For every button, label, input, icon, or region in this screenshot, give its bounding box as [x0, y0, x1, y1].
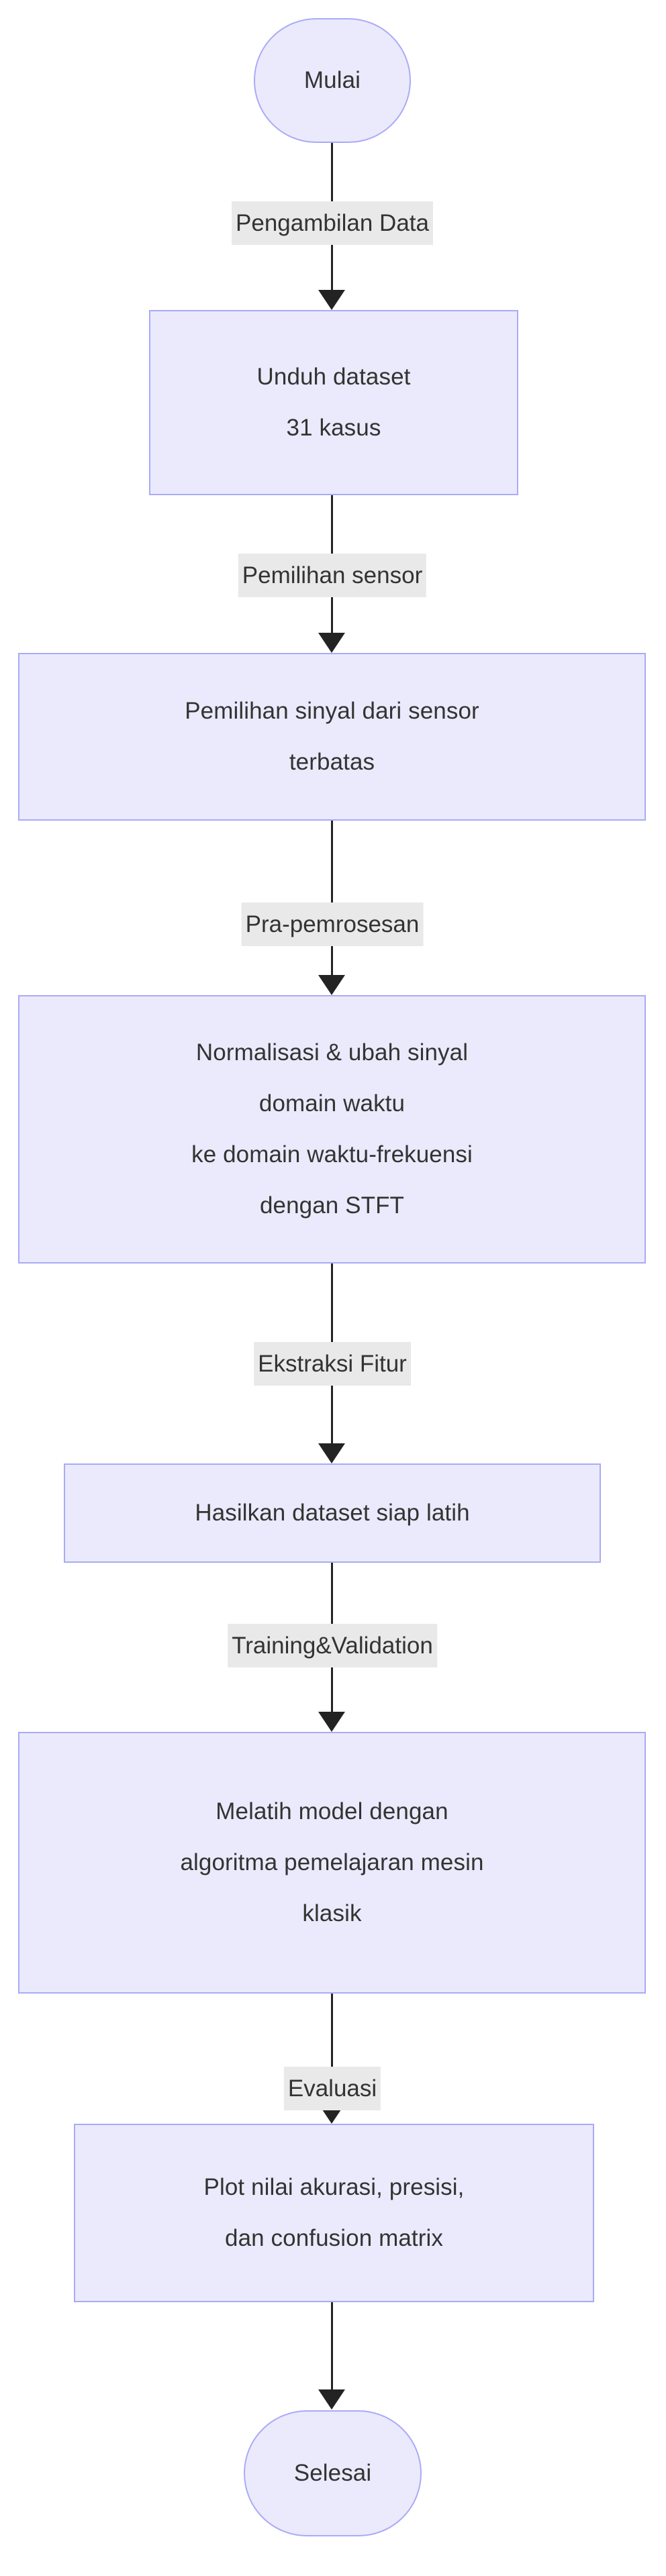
node-normalisasi-stft[interactable]: Normalisasi & ubah sinyal domain waktu k…: [18, 995, 646, 1264]
edge-arrowhead-plot-to-selesai: [318, 2389, 345, 2410]
edge-arrowhead-unduh-to-pemilihan: [318, 633, 345, 653]
edge-line-pemilihan-to-normalisasi: [331, 819, 333, 975]
node-mulai[interactable]: Mulai: [254, 18, 411, 143]
node-hasilkan-dataset[interactable]: Hasilkan dataset siap latih: [64, 1463, 601, 1563]
edge-line-plot-to-selesai: [331, 2301, 333, 2389]
node-pemilihan-sinyal[interactable]: Pemilihan sinyal dari sensor terbatas: [18, 653, 646, 821]
edge-label-ekstraksi-fitur: Ekstraksi Fitur: [254, 1342, 411, 1386]
edge-arrowhead-mulai-to-unduh: [318, 290, 345, 310]
edge-label-pengambilan-data: Pengambilan Data: [232, 201, 433, 245]
edge-arrowhead-hasilkan-to-melatih: [318, 1712, 345, 1732]
edge-arrowhead-normalisasi-to-hasilkan: [318, 1443, 345, 1463]
edge-label-pra-pemrosesan: Pra-pemrosesan: [241, 903, 424, 946]
node-unduh-dataset[interactable]: Unduh dataset 31 kasus: [149, 310, 518, 495]
edge-label-training-validation: Training&Validation: [228, 1624, 437, 1667]
node-melatih-model[interactable]: Melatih model dengan algoritma pemelajar…: [18, 1732, 646, 1994]
edge-line-melatih-to-plot: [331, 1992, 333, 2104]
node-selesai[interactable]: Selesai: [244, 2410, 422, 2536]
edge-label-pemilihan-sensor: Pemilihan sensor: [238, 554, 427, 597]
edge-arrowhead-pemilihan-to-normalisasi: [318, 975, 345, 995]
node-plot-evaluasi[interactable]: Plot nilai akurasi, presisi, dan confusi…: [74, 2124, 594, 2302]
edge-label-evaluasi: Evaluasi: [283, 2067, 381, 2110]
